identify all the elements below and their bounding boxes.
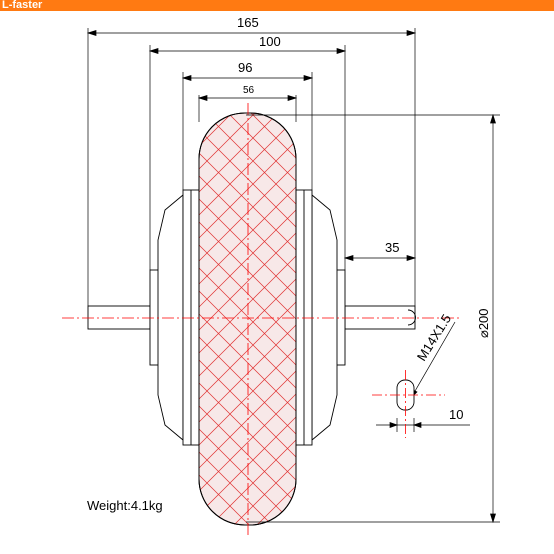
center-lines — [62, 103, 460, 535]
dim-flat-width: 10 — [449, 407, 463, 422]
dim-right-offset: 35 — [385, 240, 399, 255]
weight-label: Weight:4.1kg — [87, 498, 163, 513]
tire — [198, 112, 297, 526]
hub-motor-body — [149, 189, 346, 446]
axle — [87, 305, 416, 330]
dim-flange-width: 100 — [259, 34, 281, 49]
dim-overall-width: 165 — [237, 15, 259, 30]
shaft-section-detail — [372, 370, 445, 438]
dim-diameter: ⌀200 — [476, 308, 491, 338]
dim-body-width: 96 — [238, 60, 252, 75]
dim-thread: M14X1.5 — [414, 312, 454, 364]
brand-bar: L-faster — [0, 0, 554, 11]
brand-logo-text: L-faster — [2, 0, 43, 11]
dim-tire-width: 56 — [243, 85, 255, 96]
